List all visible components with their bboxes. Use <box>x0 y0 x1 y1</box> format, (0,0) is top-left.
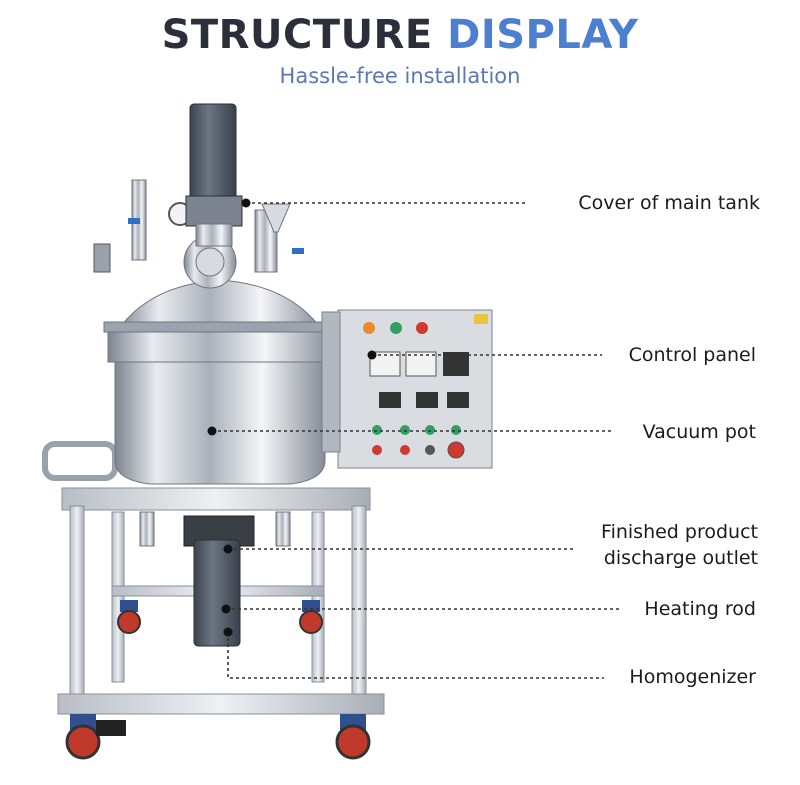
label-outlet-line2: discharge outlet <box>603 547 758 569</box>
title-dark: STRUCTURE <box>161 12 433 58</box>
vacuum-pot-body <box>103 279 337 485</box>
title-blue: DISPLAY <box>447 12 639 58</box>
homogenizer-motor <box>139 511 291 647</box>
label-cover: Cover of main tank <box>578 192 760 214</box>
page-subtitle: Hassle-free installation <box>279 64 521 88</box>
leader-dots <box>207 198 377 637</box>
leader-homogenizer <box>227 632 604 679</box>
dot-cover <box>241 198 251 208</box>
label-homogenizer: Homogenizer <box>629 666 756 688</box>
label-control-panel: Control panel <box>628 344 756 366</box>
dot-control <box>367 350 377 360</box>
top-fittings <box>93 179 304 289</box>
dot-homogenizer <box>223 627 233 637</box>
dot-outlet <box>223 544 233 554</box>
dot-pot <box>207 426 217 436</box>
page-title: STRUCTURE DISPLAY <box>0 12 800 58</box>
label-vacuum-pot: Vacuum pot <box>642 421 756 443</box>
control-cabinet <box>321 309 493 469</box>
label-outlet-line1: Finished product <box>601 521 758 543</box>
leader-lines <box>212 202 622 679</box>
dot-heating <box>221 604 231 614</box>
label-heating-rod: Heating rod <box>644 598 756 620</box>
top-motor <box>185 103 243 247</box>
